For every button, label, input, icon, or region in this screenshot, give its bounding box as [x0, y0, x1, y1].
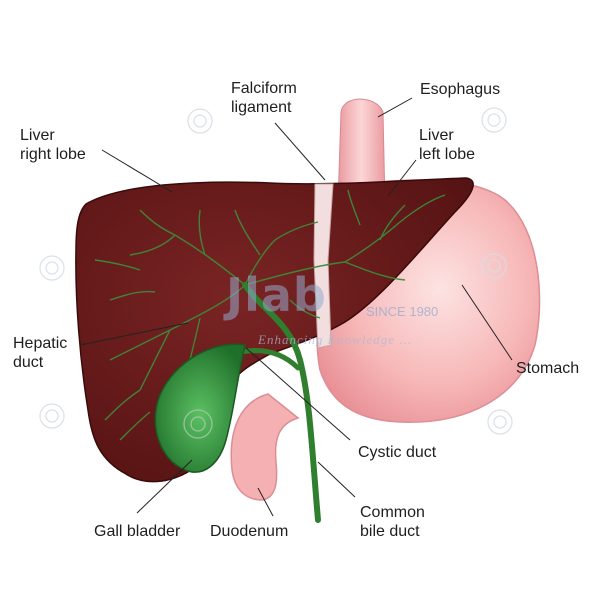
watermark-since: SINCE 1980	[366, 304, 439, 319]
watermark-tagline: Enhancing Knowledge ...	[258, 332, 413, 347]
label-falciform-line1: Falciform	[231, 80, 297, 97]
label-falciform-line2: ligament	[231, 99, 292, 116]
label-liver-left-lobe: Liver left lobe	[419, 126, 475, 164]
duodenum-shape	[230, 393, 300, 501]
label-hepatic-line2: duct	[13, 354, 44, 371]
label-liver-left-line1: Liver	[419, 127, 454, 144]
label-hepatic-line1: Hepatic	[13, 335, 68, 352]
label-hepatic-duct: Hepatic duct	[13, 334, 67, 372]
bile-vessel-tree	[94, 189, 446, 441]
watermark-title: Jlab	[226, 268, 327, 322]
label-duodenum: Duodenum	[210, 523, 289, 540]
watermark-spirals	[39, 107, 513, 439]
label-liver-right-line1: Liver	[20, 127, 55, 144]
label-cystic-duct: Cystic duct	[358, 444, 437, 461]
label-liver-left-line2: left lobe	[419, 146, 476, 163]
label-esophagus: Esophagus	[420, 81, 501, 98]
label-falciform-ligament: Falciform ligament	[231, 79, 297, 117]
esophagus-shape	[337, 98, 386, 206]
label-common-bile-duct: Common bile duct	[360, 503, 425, 541]
label-common-line1: Common	[360, 504, 425, 521]
label-gall-bladder: Gall bladder	[94, 523, 181, 540]
leader-lines	[79, 97, 513, 517]
gall-bladder-shape	[154, 343, 246, 473]
label-common-line2: bile duct	[360, 523, 420, 540]
cystic-duct-shape	[237, 348, 301, 371]
label-liver-right-line2: right lobe	[20, 146, 86, 163]
common-bile-duct-shape	[242, 282, 321, 523]
label-liver-right-lobe: Liver right lobe	[20, 126, 86, 164]
label-stomach: Stomach	[516, 360, 580, 377]
